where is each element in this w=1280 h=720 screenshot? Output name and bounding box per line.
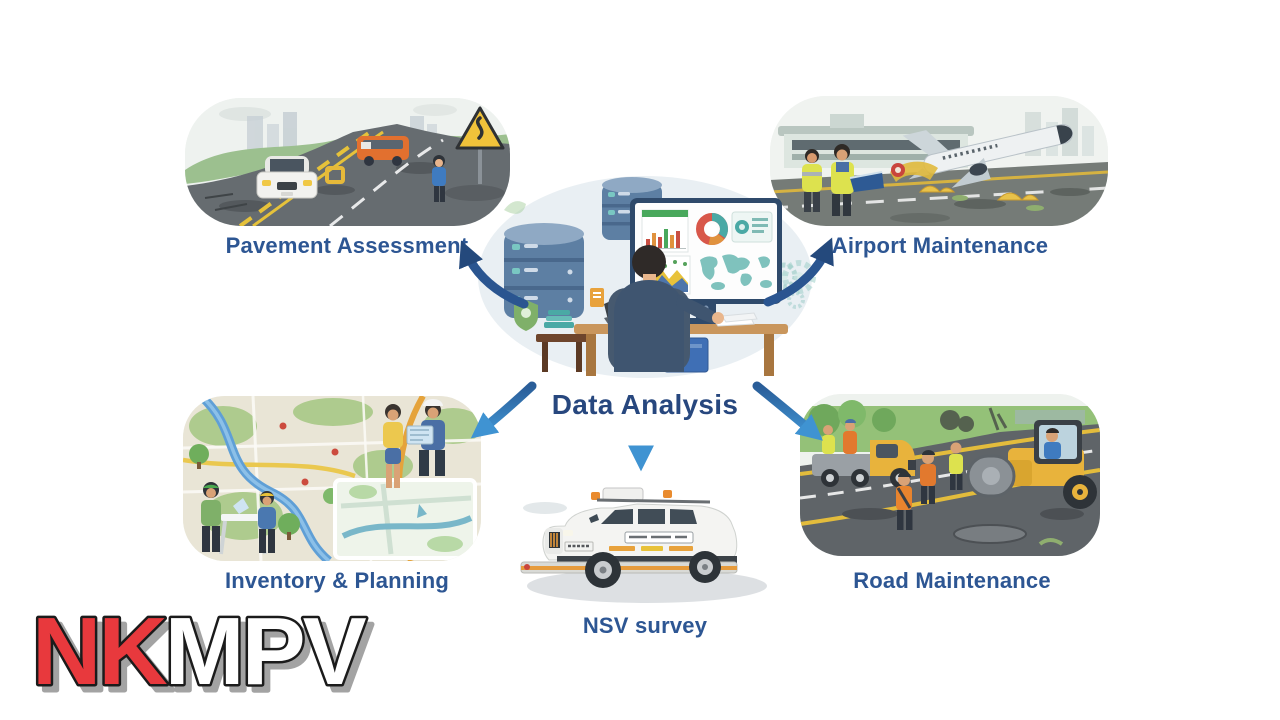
front-survey-rig — [520, 561, 738, 574]
nsv-scene — [520, 487, 767, 603]
road-maintenance-scene — [800, 394, 1100, 556]
workers-on-truck — [822, 419, 857, 454]
pavement-assessment-label: Pavement Assessment — [225, 233, 469, 258]
road-workers — [896, 442, 963, 530]
van — [357, 136, 409, 166]
roller-driver — [1044, 428, 1061, 459]
car — [256, 156, 318, 199]
database-stack-large — [504, 223, 584, 318]
airport-maintenance-illustration — [770, 96, 1108, 226]
leaf-icon — [504, 201, 526, 214]
planners — [383, 399, 445, 488]
data-analysis-label: Data Analysis — [551, 389, 739, 420]
pavement-assessment-illustration — [185, 98, 510, 226]
inventory-scene — [183, 396, 481, 561]
data-analysis-scene — [504, 177, 805, 376]
nsv-survey-label: NSV survey — [582, 613, 708, 638]
summary-panel — [731, 211, 773, 243]
maintenance-workers — [802, 144, 884, 216]
road-roller — [966, 420, 1097, 509]
airplane — [902, 123, 1073, 188]
side-table — [536, 310, 590, 372]
road-maintenance-label: Road Maintenance — [853, 568, 1051, 593]
analyst-person — [608, 245, 724, 372]
inventory-planning-illustration — [183, 396, 481, 561]
inventory-planning-label: Inventory & Planning — [224, 568, 450, 593]
beacon-light — [591, 492, 600, 500]
survey-vehicle — [520, 487, 738, 588]
surveyors-at-table — [201, 482, 276, 555]
pavement-scene — [185, 98, 510, 226]
road-maintenance-illustration — [800, 394, 1100, 556]
donut-chart — [696, 213, 728, 245]
decorative-gear-icon — [782, 260, 816, 294]
logo-mpv-text: MPV — [165, 598, 367, 705]
shield-icon — [514, 300, 538, 331]
ground-shadow — [527, 569, 767, 603]
side-mirror — [589, 514, 599, 523]
nkmpv-logo-graphic: NKMPV — [30, 596, 373, 708]
airport-scene — [770, 96, 1108, 226]
crew-truck — [812, 419, 916, 488]
nsv-survey-illustration — [505, 466, 790, 616]
svg-text:NKMPV: NKMPV — [32, 598, 367, 705]
sand-piles — [918, 185, 1044, 211]
airport-maintenance-label: Airport Maintenance — [831, 233, 1049, 258]
nkmpv-logo: NKMPV — [28, 594, 413, 711]
world-map — [700, 254, 772, 290]
worker-figure — [432, 155, 446, 202]
curve-warning-sign — [455, 106, 505, 184]
beacon-light — [663, 490, 672, 498]
inset-map — [333, 478, 477, 560]
equipment-cart — [890, 161, 938, 182]
barrier — [325, 166, 345, 184]
logo-nk-text: NK — [32, 598, 167, 705]
data-analysis-illustration — [478, 176, 812, 378]
